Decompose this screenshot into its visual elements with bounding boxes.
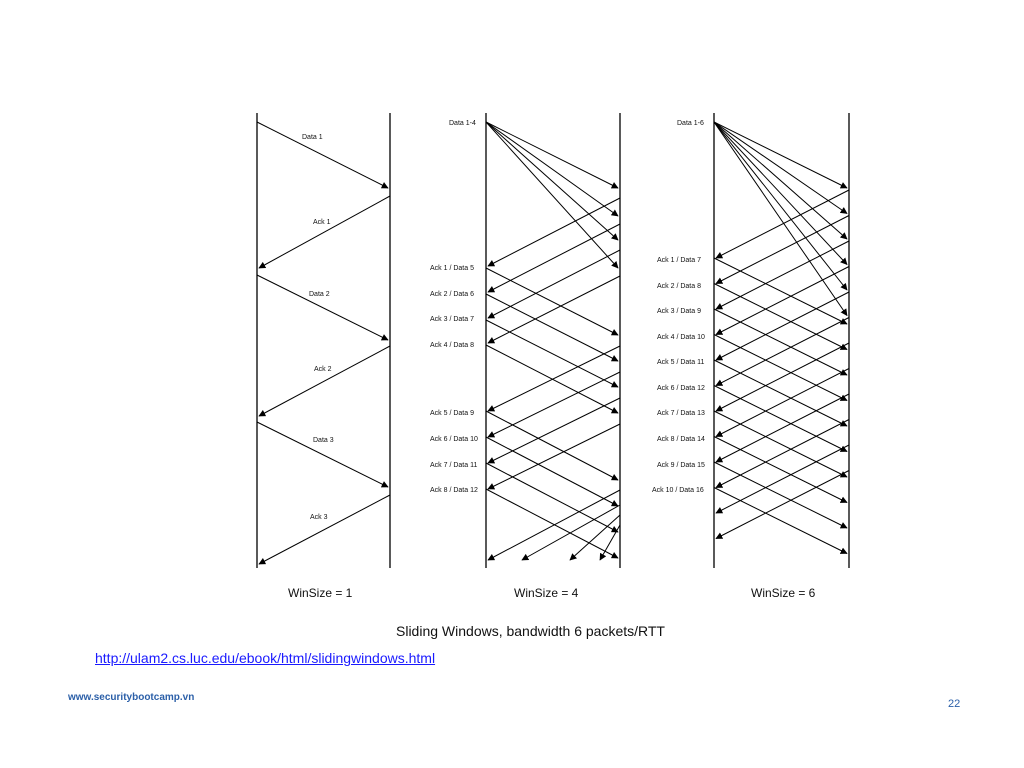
packet-arrow bbox=[485, 121, 619, 241]
packet-arrow bbox=[569, 514, 621, 561]
packet-arrow bbox=[256, 274, 389, 341]
packet-arrow bbox=[487, 249, 621, 319]
packet-arrow bbox=[715, 444, 850, 514]
packet-arrow bbox=[485, 319, 619, 388]
packet-arrow bbox=[487, 223, 621, 293]
packet-arrow bbox=[715, 317, 850, 386]
packet-arrow bbox=[713, 308, 848, 376]
panel3-label: Ack 5 / Data 11 bbox=[657, 359, 704, 366]
packet-arrow bbox=[521, 504, 621, 561]
panel3-caption: WinSize = 6 bbox=[751, 586, 816, 600]
panel1-label: Data 1 bbox=[302, 134, 323, 141]
panel2-label: Ack 1 / Data 5 bbox=[430, 265, 474, 272]
packet-arrow bbox=[713, 410, 848, 478]
packet-arrow bbox=[713, 121, 848, 291]
packet-arrow bbox=[256, 121, 389, 189]
panel3-label: Ack 6 / Data 12 bbox=[657, 385, 705, 392]
packet-arrow bbox=[599, 524, 621, 561]
panel2-label: Ack 5 / Data 9 bbox=[430, 410, 474, 417]
packet-arrow bbox=[715, 240, 850, 310]
panel2-label: Ack 4 / Data 8 bbox=[430, 342, 474, 349]
footer-site: www.securitybootcamp.vn bbox=[68, 692, 195, 703]
packet-arrow bbox=[485, 267, 619, 336]
timelines bbox=[256, 113, 850, 568]
packet-arrow bbox=[256, 421, 389, 488]
packet-arrow bbox=[713, 359, 848, 427]
packet-arrows bbox=[256, 121, 850, 565]
packet-arrow bbox=[258, 345, 391, 417]
panel2-label: Data 1-4 bbox=[449, 120, 476, 127]
packet-arrow bbox=[485, 488, 619, 559]
packet-arrow bbox=[713, 121, 848, 189]
panel1-caption: WinSize = 1 bbox=[288, 586, 353, 600]
packet-arrow bbox=[713, 121, 848, 266]
packet-arrow bbox=[713, 121, 848, 317]
packet-arrow bbox=[487, 275, 621, 344]
packet-arrow bbox=[487, 197, 621, 267]
packet-arrow bbox=[715, 368, 850, 437]
packet-arrow bbox=[487, 489, 621, 561]
packet-arrow bbox=[487, 371, 621, 438]
packet-arrow bbox=[485, 293, 619, 362]
panel3-label: Ack 3 / Data 9 bbox=[657, 308, 701, 315]
panel1-label: Ack 2 bbox=[314, 366, 332, 373]
panel3-label: Ack 7 / Data 13 bbox=[657, 410, 705, 417]
panel2-label: Ack 2 / Data 6 bbox=[430, 291, 474, 298]
packet-arrow bbox=[713, 461, 848, 529]
packet-arrow bbox=[715, 291, 850, 361]
packet-arrow bbox=[713, 121, 848, 240]
panel2-label: Ack 6 / Data 10 bbox=[430, 436, 478, 443]
panel3-label: Data 1-6 bbox=[677, 120, 704, 127]
packet-arrow bbox=[713, 436, 848, 503]
panel3-label: Ack 9 / Data 15 bbox=[657, 462, 705, 469]
packet-arrow bbox=[487, 345, 621, 412]
packet-arrow bbox=[487, 423, 621, 490]
packet-arrow bbox=[715, 470, 850, 539]
packet-arrow bbox=[485, 121, 619, 269]
packet-arrow bbox=[258, 195, 391, 269]
panel3-label: Ack 1 / Data 7 bbox=[657, 257, 701, 264]
packet-arrow bbox=[713, 487, 848, 554]
panel-winsize-4: Data 1-4 Ack 1 / Data 5 Ack 2 / Data 6 A… bbox=[430, 120, 579, 600]
packet-arrow bbox=[713, 334, 848, 401]
panel1-label: Data 3 bbox=[313, 437, 334, 444]
packet-arrow bbox=[713, 121, 848, 214]
panel3-label: Ack 10 / Data 16 bbox=[652, 487, 704, 494]
packet-arrow bbox=[715, 393, 850, 463]
panel-winsize-1: Data 1 Ack 1 Data 2 Ack 2 Data 3 Ack 3 W… bbox=[288, 134, 353, 600]
panel3-label: Ack 4 / Data 10 bbox=[657, 334, 705, 341]
panel3-label: Ack 2 / Data 8 bbox=[657, 283, 701, 290]
packet-arrow bbox=[485, 410, 619, 481]
page-number: 22 bbox=[948, 698, 961, 710]
panel3-label: Ack 8 / Data 14 bbox=[657, 436, 705, 443]
panel2-label: Ack 8 / Data 12 bbox=[430, 487, 478, 494]
packet-arrow bbox=[715, 419, 850, 488]
source-link[interactable]: http://ulam2.cs.luc.edu/ebook/html/slidi… bbox=[95, 650, 436, 666]
packet-arrow bbox=[485, 121, 619, 189]
packet-arrow bbox=[485, 462, 619, 533]
packet-arrow bbox=[715, 215, 850, 284]
packet-arrow bbox=[715, 266, 850, 335]
panel1-label: Data 2 bbox=[309, 291, 330, 298]
packet-arrow bbox=[487, 397, 621, 464]
packet-arrow bbox=[258, 494, 391, 565]
packet-arrow bbox=[485, 121, 619, 217]
packet-arrow bbox=[715, 189, 850, 259]
panel-winsize-6: Data 1-6 Ack 1 / Data 7 Ack 2 / Data 8 A… bbox=[652, 120, 816, 600]
panel1-label: Ack 3 bbox=[310, 514, 328, 521]
panel2-caption: WinSize = 4 bbox=[514, 586, 579, 600]
panel1-label: Ack 1 bbox=[313, 219, 331, 226]
figure-title: Sliding Windows, bandwidth 6 packets/RTT bbox=[396, 623, 665, 639]
packet-arrow bbox=[715, 342, 850, 412]
packet-arrow bbox=[485, 436, 619, 507]
panel2-label: Ack 7 / Data 11 bbox=[430, 462, 477, 469]
panel2-label: Ack 3 / Data 7 bbox=[430, 316, 474, 323]
packet-arrow bbox=[713, 283, 848, 350]
packet-arrow bbox=[713, 385, 848, 452]
packet-arrow bbox=[713, 257, 848, 325]
